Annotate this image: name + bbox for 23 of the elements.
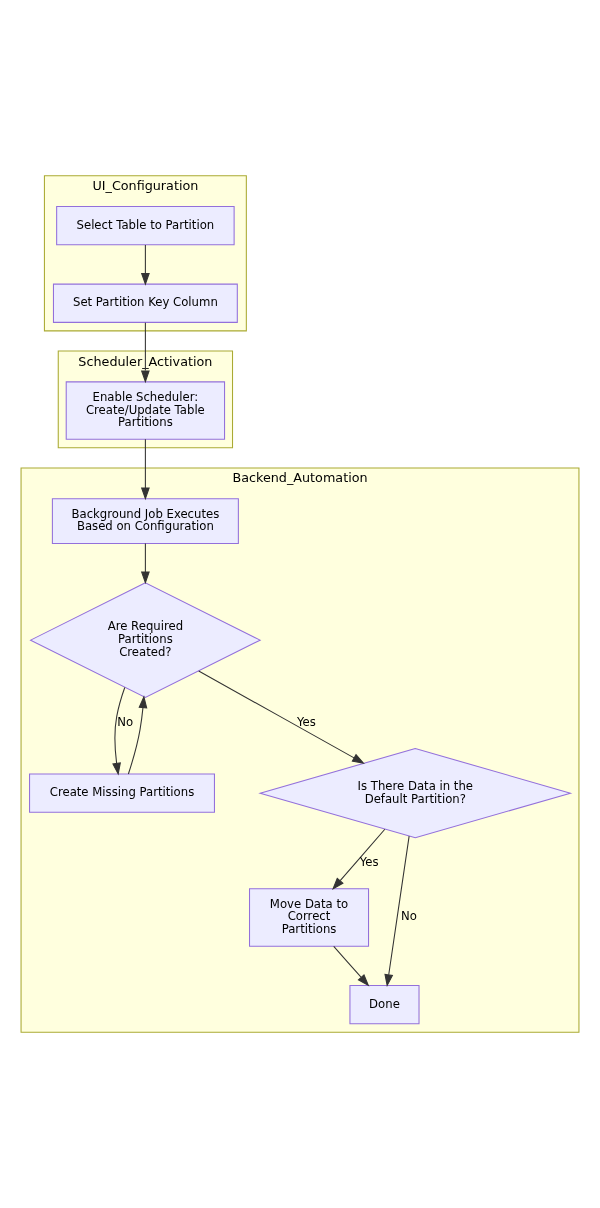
edge-label: Yes	[359, 855, 379, 870]
arrow	[198, 670, 365, 764]
edge-label: No	[400, 909, 417, 924]
arrow	[140, 543, 150, 585]
arrow	[112, 687, 126, 776]
arrow	[333, 945, 370, 987]
node-box: Set Partition Key Column	[52, 283, 238, 323]
arrow	[140, 244, 150, 286]
edge-label: Yes	[296, 714, 316, 729]
arrow	[140, 322, 150, 384]
arrow	[332, 828, 386, 890]
node-box: Move Data to Correct Partitions	[249, 888, 370, 947]
arrow	[127, 695, 148, 775]
node-diamond: Are Required Partitions Created?	[29, 582, 262, 699]
node-box: Done	[349, 984, 420, 1025]
arrow	[384, 835, 410, 988]
arrow	[140, 438, 150, 501]
node-box: Create Missing Partitions	[29, 773, 215, 813]
node-box: Select Table to Partition	[56, 206, 235, 246]
edge-label: No	[117, 714, 134, 729]
node-box: Enable Scheduler: Create/Update Table Partitions	[65, 381, 226, 440]
node-box: Background Job Executes Based on Configuration	[51, 498, 239, 544]
node-diamond: Is There Data in the Default Partition?	[258, 747, 573, 839]
